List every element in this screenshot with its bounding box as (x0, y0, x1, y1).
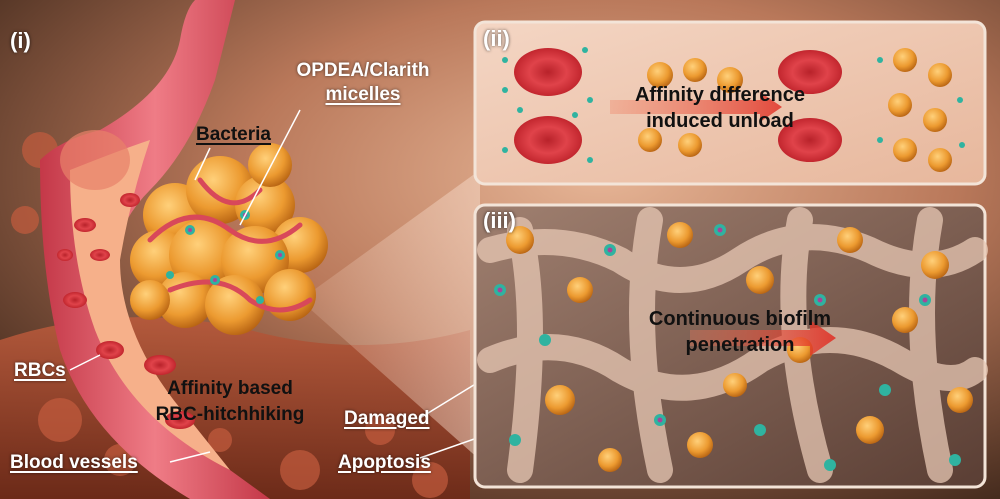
panel-label-iii: (iii) (483, 208, 516, 233)
panel-iii-caption-line1: Continuous biofilm (648, 308, 832, 330)
panel-iii-caption-line2: penetration (685, 334, 795, 356)
panel-label-i: (i) (10, 28, 31, 53)
label-rbcs: RBCs (14, 360, 66, 381)
label-micelles-line1: OPDEA/Clarith (296, 60, 430, 81)
label-micelles-line2: micelles (325, 84, 401, 105)
label-affinity-line1: Affinity based (167, 378, 293, 399)
panel-ii (473, 20, 987, 186)
vessel-rbcs (57, 193, 195, 429)
label-blood-vessels: Blood vessels (10, 452, 138, 473)
label-damaged: Damaged (344, 408, 430, 429)
label-apoptosis: Apoptosis (338, 452, 431, 473)
panel-iii (473, 203, 988, 489)
bacteria-cluster (130, 143, 328, 335)
panel-ii-caption-line1: Affinity difference (634, 84, 806, 106)
panel-label-ii: (ii) (483, 26, 510, 51)
blood-vessel (40, 0, 270, 499)
panel-ii-caption-line2: induced unload (646, 110, 794, 132)
label-affinity-line2: RBC-hitchhiking (155, 404, 305, 425)
label-bacteria: Bacteria (196, 124, 271, 145)
